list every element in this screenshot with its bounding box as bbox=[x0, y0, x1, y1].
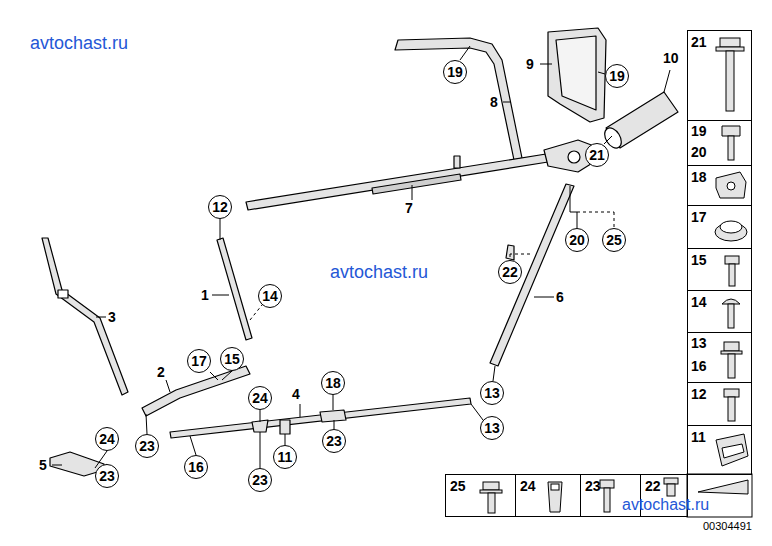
callout-circle: 23 bbox=[248, 468, 272, 492]
callout-circle: 25 bbox=[602, 228, 626, 252]
watermark: avtochast.ru bbox=[622, 496, 709, 514]
callout-circle: 12 bbox=[208, 195, 232, 219]
part-cell: 11 bbox=[687, 425, 752, 475]
callout-number: 19 bbox=[447, 65, 463, 79]
callout-circle: 16 bbox=[184, 455, 208, 479]
parts bbox=[42, 28, 678, 476]
part-label: 2 bbox=[157, 364, 165, 380]
callout-number: 24 bbox=[252, 391, 268, 405]
callout-circle: 23 bbox=[322, 429, 346, 453]
callout-circle: 19 bbox=[443, 60, 467, 84]
callout-circle: 15 bbox=[220, 347, 244, 371]
callout-number: 24 bbox=[99, 432, 115, 446]
part-label: 9 bbox=[526, 56, 534, 72]
leader-lines bbox=[52, 46, 670, 470]
callout-number: 23 bbox=[326, 434, 342, 448]
part-cell: 21 bbox=[687, 30, 752, 121]
callout-number: 14 bbox=[262, 289, 278, 303]
part-number: 21 bbox=[691, 35, 707, 50]
part-label: 5 bbox=[39, 457, 47, 473]
part-number: 14 bbox=[691, 295, 707, 310]
part-label: 1 bbox=[201, 287, 209, 303]
callout-circle: 23 bbox=[95, 464, 119, 488]
part-cell: 1920 bbox=[687, 120, 752, 166]
part-cell: 13 16 bbox=[687, 332, 752, 383]
part-number: 11 bbox=[691, 430, 706, 445]
part-number: 20 bbox=[691, 145, 707, 160]
part-number: 13 bbox=[691, 336, 707, 351]
callout-number: 20 bbox=[569, 233, 585, 247]
callout-number: 21 bbox=[589, 148, 605, 162]
callout-number: 23 bbox=[252, 473, 268, 487]
part-label: 8 bbox=[490, 94, 498, 110]
callout-circle: 17 bbox=[187, 349, 211, 373]
callout-number: 25 bbox=[606, 233, 622, 247]
part-number: 15 bbox=[691, 253, 707, 268]
callout-circle: 14 bbox=[258, 284, 282, 308]
watermark: avtochast.ru bbox=[30, 33, 128, 53]
callout-circle: 22 bbox=[498, 260, 522, 284]
callout-circle: 11 bbox=[273, 445, 297, 469]
callout-circle: 13 bbox=[480, 381, 504, 405]
part-number: 17 bbox=[691, 210, 707, 225]
callout-number: 18 bbox=[325, 376, 341, 390]
callout-number: 16 bbox=[188, 460, 204, 474]
part-cell: 18 bbox=[687, 165, 752, 206]
part-cell: 25 bbox=[445, 474, 516, 517]
part-number: 18 bbox=[691, 170, 707, 185]
callout-number: 23 bbox=[99, 469, 115, 483]
callout-circle: 19 bbox=[605, 64, 629, 88]
part-label: 3 bbox=[108, 309, 116, 325]
part-number: 19 bbox=[691, 124, 707, 139]
callout-circle: 24 bbox=[248, 386, 272, 410]
part-number: 16 bbox=[691, 359, 707, 374]
callout-number: 22 bbox=[502, 265, 518, 279]
callout-number: 23 bbox=[139, 439, 155, 453]
callout-circle: 23 bbox=[135, 434, 159, 458]
watermark: avtochast.ru bbox=[330, 262, 428, 282]
part-number: 12 bbox=[691, 387, 707, 402]
callout-number: 13 bbox=[484, 386, 500, 400]
part-number: 24 bbox=[520, 479, 536, 494]
part-number: 22 bbox=[645, 479, 661, 494]
part-cell: 17 bbox=[687, 205, 752, 249]
part-number: 23 bbox=[585, 479, 601, 494]
callout-number: 15 bbox=[224, 352, 240, 366]
callout-circle: 13 bbox=[480, 416, 504, 440]
part-label: 6 bbox=[556, 289, 564, 305]
callout-number: 13 bbox=[484, 421, 500, 435]
callout-circle: 21 bbox=[585, 143, 609, 167]
callout-number: 12 bbox=[212, 200, 228, 214]
part-number: 25 bbox=[450, 479, 466, 494]
part-label: 10 bbox=[663, 50, 679, 66]
callout-circle: 18 bbox=[321, 371, 345, 395]
part-label: 4 bbox=[292, 386, 300, 402]
callout-circle: 20 bbox=[565, 228, 589, 252]
callout-number: 19 bbox=[609, 69, 625, 83]
part-label: 7 bbox=[405, 200, 413, 216]
hardware-icons bbox=[480, 38, 752, 517]
drawing-number: 00304491 bbox=[703, 520, 752, 533]
part-cell: 15 bbox=[687, 248, 752, 291]
part-cell: 12 bbox=[687, 382, 752, 426]
callout-number: 17 bbox=[191, 354, 207, 368]
part-cell: 24 bbox=[515, 474, 581, 517]
callout-circle: 24 bbox=[95, 427, 119, 451]
callout-number: 11 bbox=[278, 450, 293, 464]
part-cell: 14 bbox=[687, 290, 752, 333]
